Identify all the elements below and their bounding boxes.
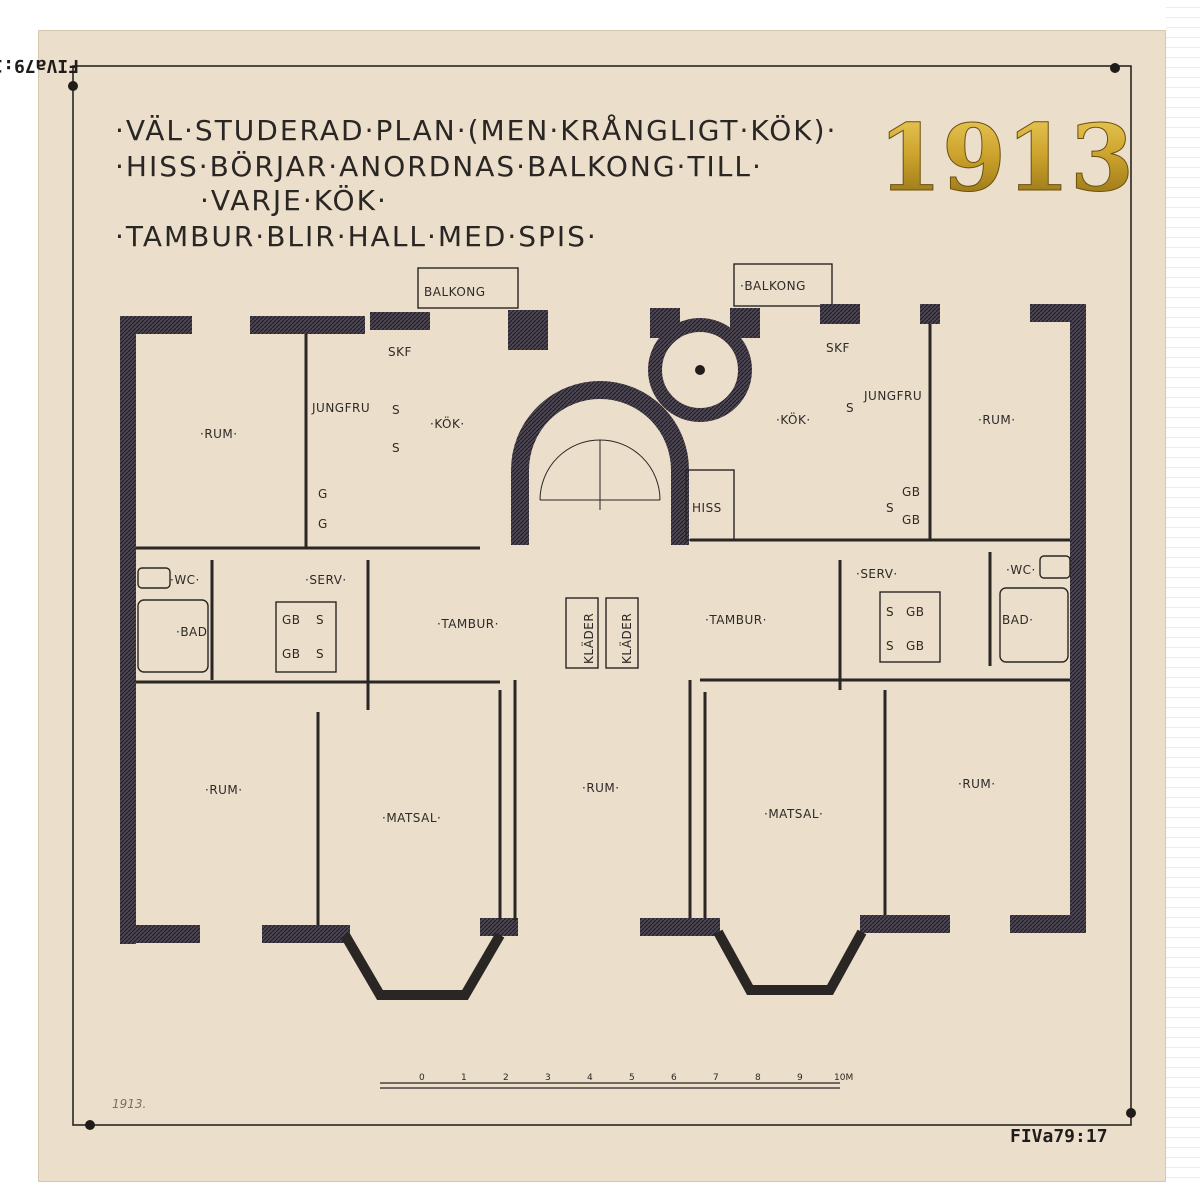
room-label: GB (906, 605, 925, 619)
room-label: SKF (826, 341, 850, 355)
scale-bar (380, 1082, 840, 1089)
scale-tick: 2 (503, 1073, 509, 1083)
room-label: ·RUM· (205, 783, 243, 797)
ref-number-bottom: FIVa79:17 (1010, 1126, 1108, 1147)
border-frame (72, 65, 1132, 1126)
interior-walls (136, 324, 1070, 925)
room-label: ·TAMBUR· (437, 617, 499, 631)
room-label: GB (282, 647, 301, 661)
scale-tick: 0 (419, 1073, 425, 1083)
scale-ticks: 0 1 2 3 4 5 6 7 8 9 10M (419, 1073, 853, 1083)
room-label: JUNGFRU (311, 401, 370, 415)
frame-corner-dot (85, 1120, 95, 1130)
scale-unit: 10M (834, 1073, 853, 1083)
room-label: KLÄDER (581, 613, 596, 664)
room-label: S (392, 441, 400, 455)
balcony-right (733, 263, 833, 307)
room-label: HISS (692, 501, 722, 515)
fittings (137, 469, 1071, 673)
room-label: ·RUM· (978, 413, 1016, 427)
frame-corner-dot (1126, 1108, 1136, 1118)
room-label: ·WC· (1006, 563, 1036, 577)
room-label: ·TAMBUR· (705, 613, 767, 627)
room-label: BAD· (1002, 613, 1034, 627)
scale-tick: 4 (587, 1073, 593, 1083)
room-label: G (318, 517, 328, 531)
room-label: S (886, 501, 894, 515)
room-label: S (392, 403, 400, 417)
drawing-sheet (38, 30, 1166, 1182)
room-label: GB (902, 485, 921, 499)
note-line-3: ·VARJE·KÖK· (200, 183, 388, 217)
room-label: ·SERV· (305, 573, 347, 587)
room-label: S (316, 613, 324, 627)
room-label: S (886, 639, 894, 653)
room-label: ·KÖK· (430, 415, 465, 431)
room-label: G (318, 487, 328, 501)
room-label: KLÄDER (619, 613, 634, 664)
room-label: GB (282, 613, 301, 627)
frame-corner-dot (68, 81, 78, 91)
room-label: S (886, 605, 894, 619)
room-label: ·MATSAL· (382, 811, 441, 825)
scale-tick: 3 (545, 1073, 551, 1083)
scanner-background (1166, 0, 1200, 1187)
scale-tick: 8 (755, 1073, 761, 1083)
room-label: ·BALKONG (740, 279, 806, 293)
room-label: BALKONG (424, 285, 486, 299)
room-label: ·RUM· (582, 781, 620, 795)
note-line-1: ·VÄL·STUDERAD·PLAN·(MEN·KRÅNGLIGT·KÖK)· (115, 113, 837, 147)
room-label: S (846, 401, 854, 415)
room-label: ·SERV· (856, 567, 898, 581)
note-line-2: ·HISS·BÖRJAR·ANORDNAS·BALKONG·TILL· (115, 149, 763, 183)
room-label: ·WC· (170, 573, 200, 587)
room-label: ·RUM· (200, 427, 238, 441)
frame-corner-dot (1110, 63, 1120, 73)
room-label: ·RUM· (958, 777, 996, 791)
year-pencil: 1913. (112, 1097, 146, 1111)
scale-tick: 1 (461, 1073, 467, 1083)
room-label: S (316, 647, 324, 661)
bay-windows (340, 929, 867, 1000)
room-label: ·MATSAL· (764, 807, 823, 821)
room-labels: BALKONG ·BALKONG ·RUM· JUNGFRU SKF ·KÖK·… (170, 279, 1036, 825)
room-label: ·BAD (176, 625, 208, 639)
exterior-walls (120, 304, 1086, 944)
scale-tick: 7 (713, 1073, 719, 1083)
scale-tick: 9 (797, 1073, 803, 1083)
balcony-left (417, 267, 519, 309)
room-label: ·KÖK· (776, 411, 811, 427)
ref-number-top: FIVa79:17 (0, 55, 79, 76)
central-staircase (511, 318, 752, 545)
note-line-4: ·TAMBUR·BLIR·HALL·MED·SPIS· (115, 220, 598, 253)
room-label: SKF (388, 345, 412, 359)
room-label: GB (906, 639, 925, 653)
room-label: JUNGFRU (863, 389, 922, 403)
room-label: GB (902, 513, 921, 527)
scale-tick: 5 (629, 1073, 635, 1083)
scale-tick: 6 (671, 1073, 677, 1083)
year-label: 1913 (878, 104, 1134, 212)
